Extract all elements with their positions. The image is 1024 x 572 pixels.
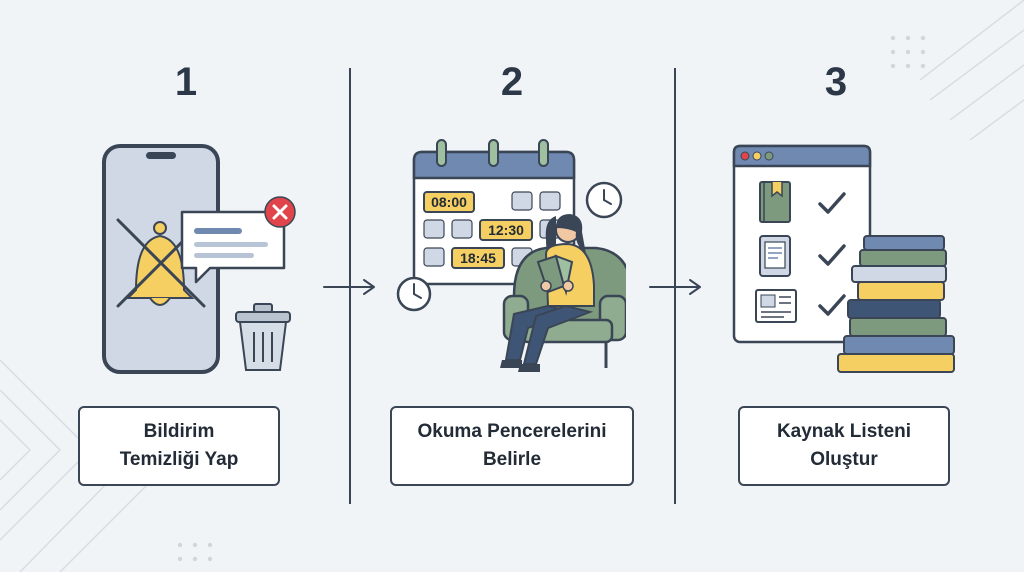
step-2-label: Okuma Pencerelerini Belirle (390, 406, 634, 486)
clock-icon (585, 181, 623, 219)
step-1-number: 1 (174, 60, 198, 104)
calendar-time-2: 12:30 (488, 222, 524, 238)
book-stack-icon (837, 235, 955, 373)
step-2-number: 2 (500, 60, 524, 104)
calendar-time-1: 08:00 (431, 194, 467, 210)
close-badge-icon (264, 196, 296, 228)
muted-bell-icon (116, 218, 206, 308)
step-2-label-line1: Okuma Pencerelerini (417, 421, 607, 442)
step-1-illustration (102, 144, 296, 374)
step-1-label: Bildirim Temizliği Yap (78, 406, 280, 486)
step-3-illustration (732, 144, 955, 373)
arrow-right-icon (649, 279, 701, 295)
step-3-label-line1: Kaynak Listeni (776, 421, 912, 442)
arrow-right-icon (323, 279, 375, 295)
book-icon (759, 181, 791, 223)
step-1-label-line1: Bildirim (143, 421, 215, 442)
checkmark-icon (818, 192, 846, 316)
tablet-icon (759, 235, 791, 277)
step-3-number: 3 (824, 60, 848, 104)
step-3-label: Kaynak Listeni Oluştur (738, 406, 950, 486)
step-2-illustration: 08:00 12:30 18:45 (396, 139, 626, 372)
reading-person-icon (500, 214, 626, 372)
step-3-label-line2: Oluştur (810, 449, 878, 470)
trash-can-icon (235, 303, 291, 371)
step-1-label-line2: Temizliği Yap (119, 449, 239, 470)
calendar-time-3: 18:45 (460, 250, 496, 266)
step-2-label-line2: Belirle (482, 449, 542, 470)
clock-icon (396, 276, 432, 312)
newspaper-icon (755, 289, 797, 323)
